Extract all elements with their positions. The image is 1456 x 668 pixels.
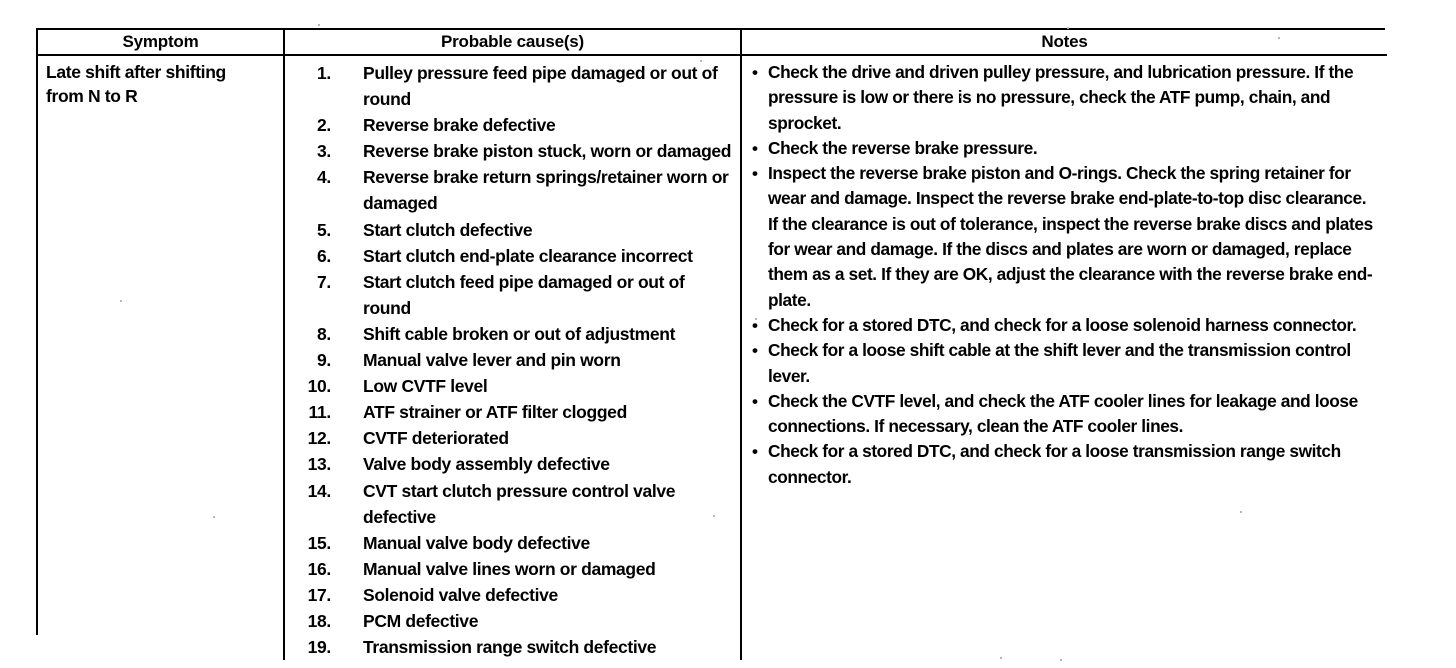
- probable-cause-number: 8.: [317, 323, 331, 344]
- probable-cause-text: CVTF deteriorated: [363, 428, 509, 449]
- probable-cause-item: 13. Valve body assembly defective: [285, 451, 736, 477]
- probable-cause-item: 8. Shift cable broken or out of adjustmen…: [285, 321, 736, 347]
- note-item: • Check the reverse brake pressure.: [750, 136, 1377, 161]
- bullet-icon: •: [752, 341, 758, 361]
- probable-cause-text: Start clutch defective: [363, 219, 533, 240]
- bullet-icon: •: [752, 315, 758, 335]
- symptom-cause-notes-table: Symptom Probable cause(s) Notes Late shi…: [38, 30, 1387, 661]
- probable-cause-text: Valve body assembly defective: [363, 454, 610, 475]
- note-text: Inspect the reverse brake piston and O-r…: [768, 163, 1373, 310]
- note-text: Check the CVTF level, and check the ATF …: [768, 390, 1358, 437]
- probable-cause-text: Reverse brake piston stuck, worn or dama…: [363, 141, 732, 162]
- probable-cause-number: 10.: [307, 376, 332, 397]
- note-item: • Check for a stored DTC, and check for a…: [750, 439, 1377, 490]
- note-item: • Check the drive and driven pulley press…: [750, 60, 1377, 136]
- notes-list: • Check the drive and driven pulley press…: [750, 60, 1377, 490]
- probable-cause-number: 17.: [307, 584, 332, 605]
- probable-cause-number: 9.: [317, 350, 331, 371]
- probable-cause-text: Shift cable broken or out of adjustment: [363, 323, 676, 344]
- symptom-text: Late shift after shifting from N to R: [46, 62, 226, 106]
- probable-cause-item: 4. Reverse brake return springs/retainer …: [285, 164, 736, 216]
- note-item: • Check for a loose shift cable at the sh…: [750, 338, 1377, 389]
- probable-cause-item: 15. Manual valve body defective: [285, 530, 736, 556]
- probable-cause-text: Solenoid valve defective: [363, 584, 558, 605]
- probable-cause-text: CVT start clutch pressure control valve …: [363, 480, 676, 527]
- probable-cause-text: Start clutch end-plate clearance incorre…: [363, 245, 693, 266]
- probable-cause-list: 1. Pulley pressure feed pipe damaged or o…: [285, 60, 736, 660]
- probable-cause-number: 12.: [307, 428, 332, 449]
- probable-cause-item: 18. PCM defective: [285, 608, 736, 634]
- probable-cause-number: 4.: [317, 167, 331, 188]
- bullet-icon: •: [752, 63, 758, 82]
- probable-cause-cell: 1. Pulley pressure feed pipe damaged or o…: [283, 53, 742, 661]
- probable-cause-number: 6.: [317, 245, 331, 266]
- probable-cause-number: 13.: [307, 454, 332, 475]
- troubleshooting-table: Symptom Probable cause(s) Notes Late shi…: [36, 28, 1387, 661]
- bullet-icon: •: [752, 138, 758, 158]
- probable-cause-text: Manual valve body defective: [363, 532, 590, 553]
- probable-cause-item: 17. Solenoid valve defective: [285, 582, 736, 608]
- bullet-icon: •: [752, 442, 758, 462]
- probable-cause-text: Manual valve lines worn or damaged: [363, 558, 656, 579]
- probable-cause-item: 3. Reverse brake piston stuck, worn or da…: [285, 138, 736, 164]
- probable-cause-item: 5. Start clutch defective: [285, 217, 736, 243]
- note-text: Check the drive and driven pulley pressu…: [768, 62, 1354, 133]
- note-text: Check for a loose shift cable at the shi…: [768, 340, 1351, 386]
- bullet-icon: •: [752, 391, 758, 411]
- probable-cause-number: 18.: [307, 610, 332, 631]
- table-header-row: Symptom Probable cause(s) Notes: [38, 30, 1387, 56]
- probable-cause-text: Reverse brake defective: [363, 115, 556, 136]
- note-text: Check for a stored DTC, and check for a …: [768, 441, 1341, 487]
- probable-cause-item: 11. ATF strainer or ATF filter clogged: [285, 399, 736, 425]
- probable-cause-item: 6. Start clutch end-plate clearance incor…: [285, 243, 736, 269]
- probable-cause-text: PCM defective: [363, 610, 479, 631]
- probable-cause-text: Transmission range switch defective: [363, 637, 657, 658]
- note-text: Check for a stored DTC, and check for a …: [768, 314, 1357, 335]
- probable-cause-number: 5.: [317, 219, 331, 240]
- probable-cause-item: 16. Manual valve lines worn or damaged: [285, 556, 736, 582]
- probable-cause-text: Start clutch feed pipe damaged or out of…: [363, 271, 685, 318]
- probable-cause-text: Low CVTF level: [363, 376, 488, 397]
- column-header-probable-cause: Probable cause(s): [283, 30, 742, 56]
- probable-cause-text: ATF strainer or ATF filter clogged: [363, 402, 627, 423]
- probable-cause-number: 1.: [317, 63, 331, 83]
- column-header-notes: Notes: [740, 30, 1387, 56]
- probable-cause-number: 2.: [317, 115, 331, 136]
- probable-cause-item: 19. Transmission range switch defective: [285, 634, 736, 660]
- probable-cause-item: 14. CVT start clutch pressure control val…: [285, 478, 736, 530]
- note-item: • Check the CVTF level, and check the ATF…: [750, 389, 1377, 440]
- probable-cause-text: Pulley pressure feed pipe damaged or out…: [363, 63, 718, 110]
- table-row: Late shift after shifting from N to R 1.…: [38, 53, 1387, 661]
- bullet-icon: •: [752, 164, 758, 184]
- probable-cause-item: 9. Manual valve lever and pin worn: [285, 347, 736, 373]
- probable-cause-number: 3.: [317, 141, 331, 162]
- probable-cause-item: 1. Pulley pressure feed pipe damaged or o…: [285, 60, 736, 112]
- probable-cause-item: 12. CVTF deteriorated: [285, 425, 736, 451]
- note-item: • Inspect the reverse brake piston and O-…: [750, 161, 1377, 313]
- probable-cause-number: 15.: [307, 532, 332, 553]
- probable-cause-number: 7.: [317, 271, 331, 292]
- notes-cell: • Check the drive and driven pulley press…: [740, 53, 1387, 661]
- column-header-symptom: Symptom: [38, 30, 285, 56]
- probable-cause-item: 2. Reverse brake defective: [285, 112, 736, 138]
- probable-cause-item: 10. Low CVTF level: [285, 373, 736, 399]
- probable-cause-number: 16.: [307, 558, 332, 579]
- probable-cause-number: 14.: [307, 480, 332, 501]
- probable-cause-number: 11.: [308, 402, 332, 423]
- probable-cause-text: Manual valve lever and pin worn: [363, 350, 621, 371]
- note-item: • Check for a stored DTC, and check for a…: [750, 313, 1377, 338]
- symptom-cell: Late shift after shifting from N to R: [38, 53, 285, 661]
- scan-artifact: [318, 24, 320, 26]
- note-text: Check the reverse brake pressure.: [768, 137, 1038, 158]
- probable-cause-item: 7. Start clutch feed pipe damaged or out …: [285, 269, 736, 321]
- probable-cause-number: 19.: [307, 637, 332, 658]
- probable-cause-text: Reverse brake return springs/retainer wo…: [363, 167, 729, 214]
